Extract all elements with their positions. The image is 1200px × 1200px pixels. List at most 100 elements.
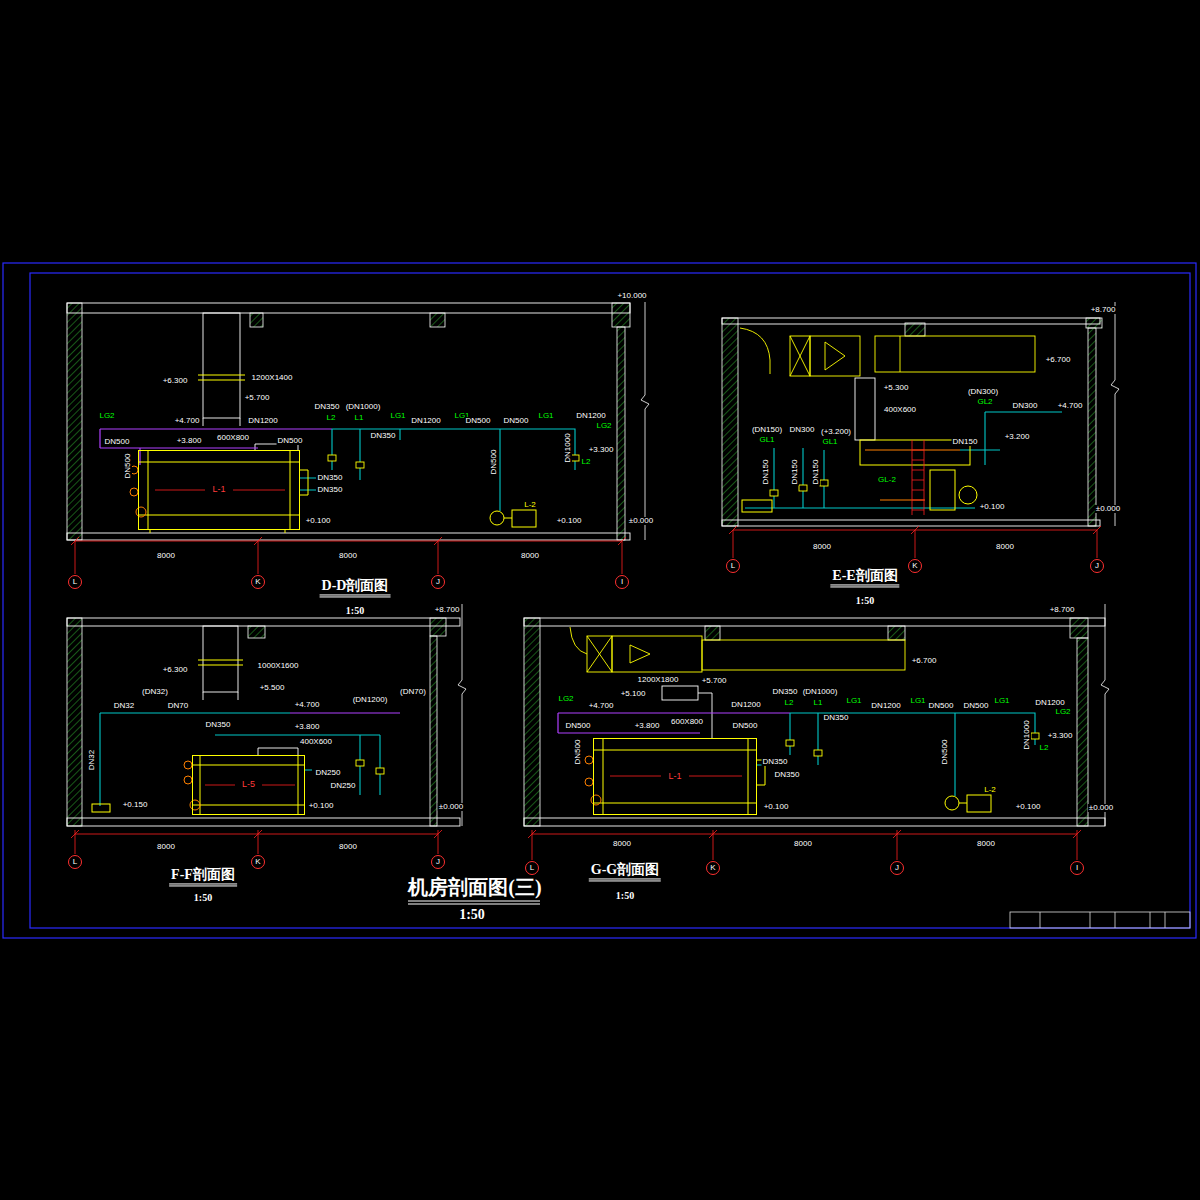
- pipe-purple: [100, 429, 332, 465]
- equipment-outline: [504, 518, 512, 519]
- annotation-text: DN500: [124, 453, 132, 480]
- grid-axis-bubble: L: [68, 575, 82, 589]
- chiller-connection: [184, 761, 192, 769]
- annotation-text: +6.300: [162, 377, 189, 385]
- annotation-text: DN500: [928, 702, 955, 710]
- wall-hatch: [617, 327, 625, 540]
- annotation-text: DN350: [774, 771, 801, 779]
- annotation-text: +10.000: [616, 292, 647, 300]
- annotation-text: +8.700: [1090, 306, 1117, 314]
- annotation-text: DN500: [490, 449, 498, 476]
- annotation-text: +3.800: [294, 723, 321, 731]
- annotation-text: ±0.000: [1088, 804, 1114, 812]
- annotation-text: +0.100: [308, 802, 335, 810]
- grid-axis-bubble: I: [615, 575, 629, 589]
- pipe-tag: LG2: [98, 412, 115, 420]
- equipment-outline: [512, 510, 536, 527]
- grid-axis-bubble: J: [890, 861, 904, 875]
- pipe-cyan: [300, 429, 575, 511]
- center-line: [155, 490, 742, 785]
- pipe-tag: LG1: [537, 412, 554, 420]
- pipe-tag: GL-2: [877, 476, 897, 484]
- annotation-text: DN500: [503, 417, 530, 425]
- annotation-text: (DN1000): [345, 403, 382, 411]
- wall-hatch: [430, 618, 446, 636]
- grid-axis-bubble: J: [431, 855, 445, 869]
- annotation-text: (DN300): [967, 388, 999, 396]
- annotation-text: (DN150): [751, 426, 783, 434]
- annotation-text: DN150: [812, 459, 820, 486]
- chiller-connection: [585, 756, 593, 764]
- air-duct: [698, 693, 712, 738]
- annotation-text: DN1200: [410, 417, 441, 425]
- pipe-tag: LG1: [993, 697, 1010, 705]
- equipment-tag: L-2: [983, 786, 997, 794]
- annotation-text: DN32: [88, 749, 96, 771]
- section-frame: E-E剖面图1:50: [722, 318, 1100, 526]
- grid-axis-letter: K: [912, 562, 917, 570]
- valve-symbol: [328, 455, 1039, 774]
- annotation-text: DN250: [330, 782, 357, 790]
- annotation-text: (DN70): [399, 688, 427, 696]
- section-frame: F-F剖面图1:50L-5: [67, 618, 460, 826]
- pipe-cyan: [757, 713, 1035, 796]
- slab-outline: [524, 818, 1105, 826]
- wall-hatch: [1088, 328, 1096, 526]
- annotation-text: DN1000: [564, 432, 572, 463]
- annotation-text: +0.100: [305, 517, 332, 525]
- annotation-text: DN250: [315, 769, 342, 777]
- title-underline: [408, 901, 540, 904]
- slab-outline: [722, 520, 1100, 526]
- annotation-text: +5.100: [620, 690, 647, 698]
- annotation-text: DN500: [104, 438, 131, 446]
- pipe-tag: L2: [326, 414, 337, 422]
- grid-axis-letter: J: [436, 578, 440, 586]
- grid-axis-bubble: L: [525, 861, 539, 875]
- chiller-connection: [865, 450, 960, 500]
- section-frame: D-D剖面图1:50L-1: [67, 303, 630, 540]
- slab-outline: [67, 303, 1105, 826]
- slab-outline: [722, 318, 1100, 324]
- annotation-text: +8.700: [1049, 606, 1076, 614]
- pipe-tag: L2: [784, 699, 795, 707]
- equipment-outline: [92, 440, 991, 815]
- annotation-text: 8000: [520, 552, 540, 560]
- valve-symbol: [356, 760, 364, 766]
- air-duct: [855, 378, 875, 440]
- equipment-outline: [945, 796, 959, 810]
- fan-duct: [790, 336, 810, 376]
- grid-axis-letter: L: [731, 562, 735, 570]
- pipe-tag: LG2: [595, 422, 612, 430]
- annotation-text: DN300: [789, 426, 816, 434]
- title-underline: [408, 901, 540, 904]
- equipment-outline: [742, 500, 772, 512]
- title-block: [1010, 912, 1190, 928]
- annotation-text: +6.300: [162, 666, 189, 674]
- dimension-line: [71, 526, 1101, 860]
- dimension-line: [71, 537, 626, 574]
- annotation-text: +3.300: [1047, 732, 1074, 740]
- slab-outline: [67, 303, 630, 313]
- wall-hatch: [67, 303, 82, 540]
- valve-symbol: [786, 740, 794, 746]
- dimension-line: [729, 526, 1101, 558]
- annotation-text: DN1200: [247, 417, 278, 425]
- annotation-text: DN500: [963, 702, 990, 710]
- annotation-text: ±0.000: [628, 517, 654, 525]
- annotation-text: DN500: [465, 417, 492, 425]
- section-title: D-D剖面图: [320, 578, 391, 597]
- elevation-line: [458, 302, 1119, 826]
- section-title: G-G剖面图: [589, 862, 661, 881]
- pipe-cyan: [100, 713, 380, 806]
- section-scale: 1:50: [856, 595, 874, 606]
- annotation-text: +4.700: [588, 702, 615, 710]
- fan-duct: [740, 328, 770, 374]
- annotation-text: 8000: [612, 840, 632, 848]
- drawing-title: 机房剖面图(三): [408, 874, 541, 901]
- wall-hatch: [67, 303, 1102, 826]
- grid-axis-bubble: K: [251, 855, 265, 869]
- wall-hatch: [1077, 638, 1088, 826]
- chiller-unit: L-5: [192, 755, 305, 815]
- fan-duct: [612, 636, 702, 672]
- elevation-line: [458, 302, 1119, 826]
